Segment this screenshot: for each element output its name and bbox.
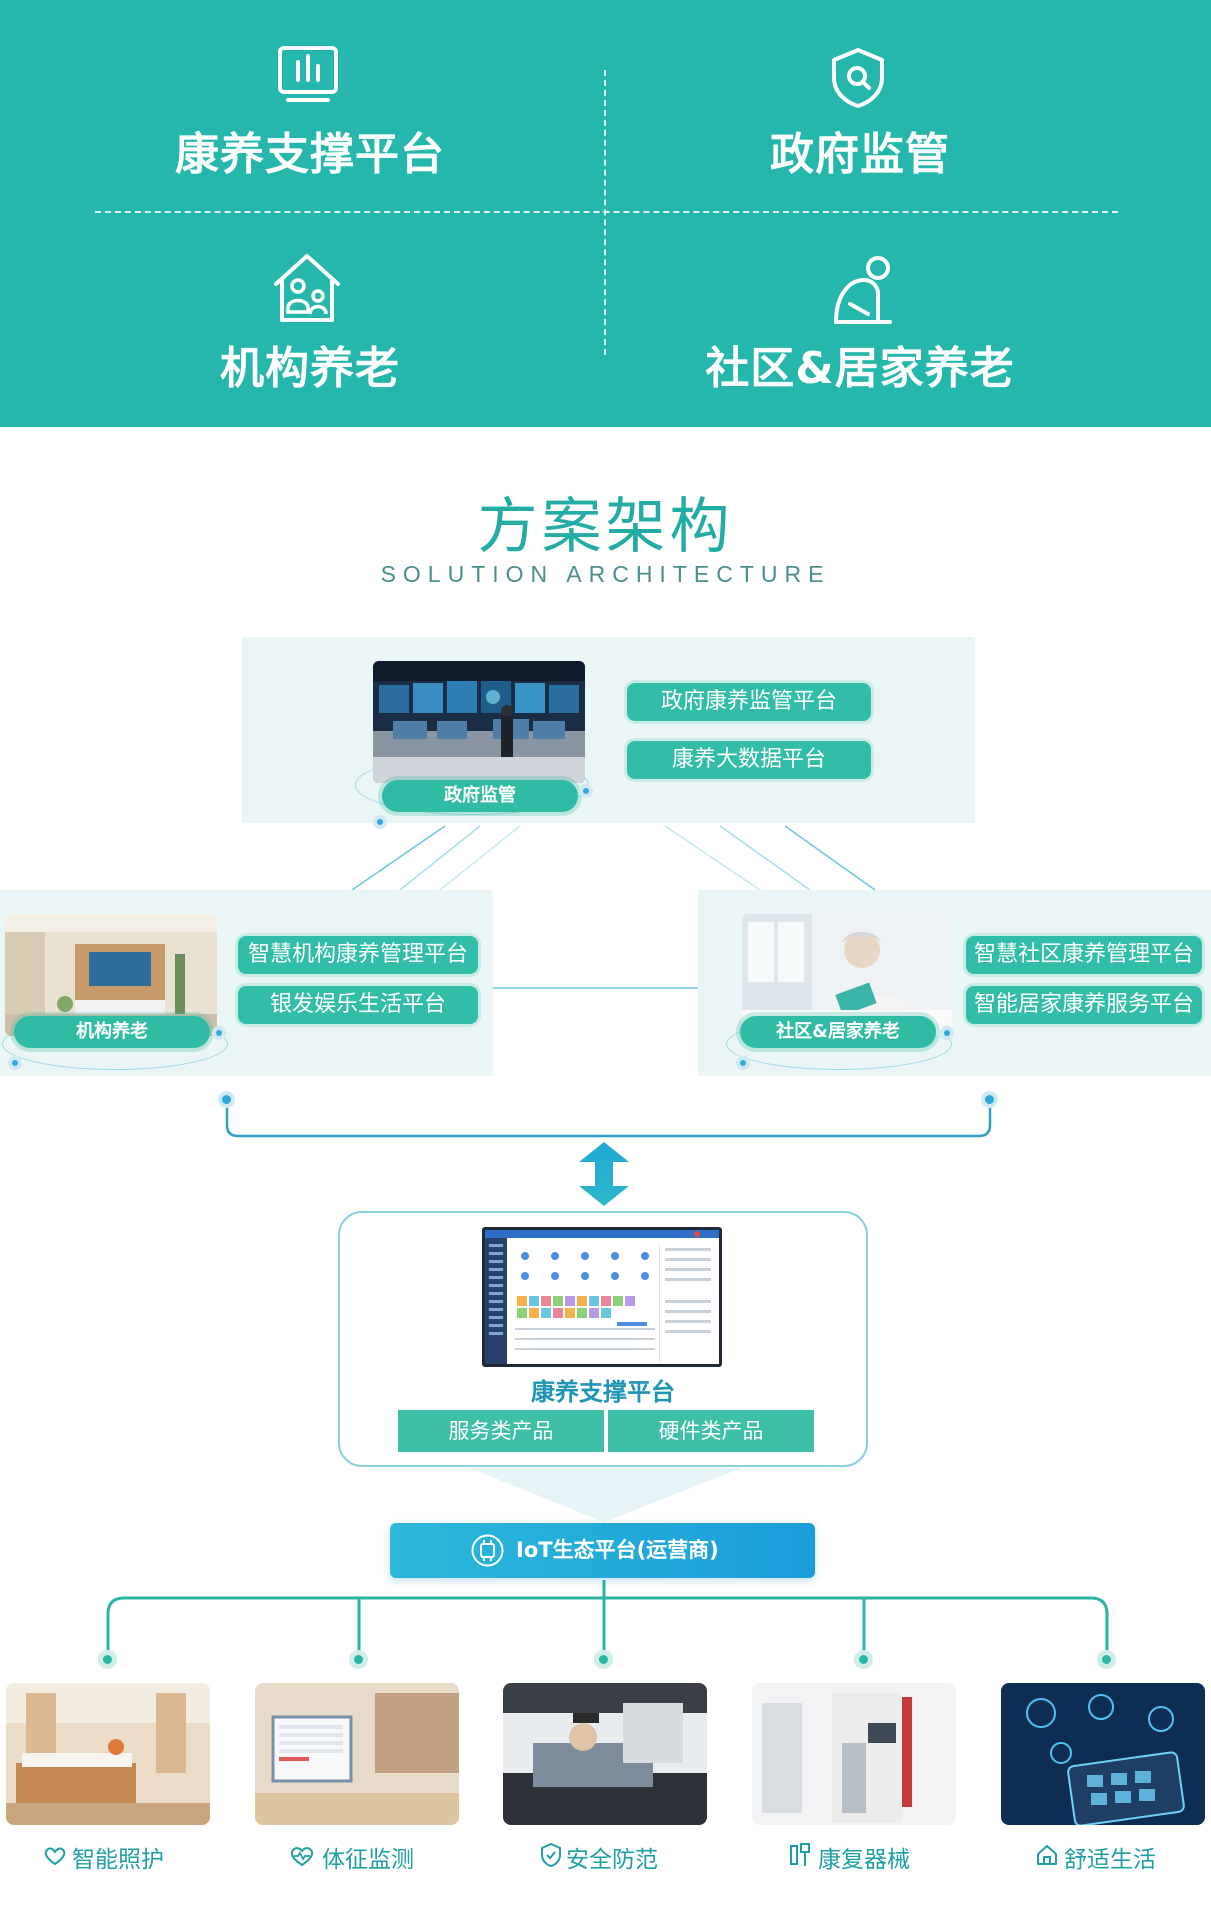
comfort-living-photo [1001,1683,1205,1825]
horizontal-divider [95,211,1118,213]
smart-care-photo [6,1683,210,1825]
community-pill-2[interactable]: 智能居家康养服务平台 [966,986,1202,1024]
top-banner: 康养支撑平台 政府监管 机构养老 [0,0,1211,427]
support-platform-box: 康养支撑平台 服务类产品 硬件类产品 [338,1211,868,1467]
tree-dot [103,1655,112,1664]
institution-panel: 机构养老 智慧机构康养管理平台 银发娱乐生活平台 [0,890,493,1076]
quadrant-label-government: 政府监管 [770,129,950,180]
caregiver-icon [828,252,898,326]
community-tag: 社区&居家养老 [740,1016,936,1048]
halo-dot [740,1060,746,1066]
control-room-photo [373,661,585,783]
bottom-label-smart-care: 智能照护 [72,1847,164,1873]
chart-panel-icon [274,42,342,110]
connector-dot-left [222,1095,231,1104]
quadrant-label-institution: 机构养老 [220,343,400,394]
halo-dot [216,1030,222,1036]
iot-chip-icon [470,1533,505,1568]
house-people-icon [270,250,344,326]
double-arrow-icon [579,1142,629,1206]
vital-monitoring-photo [255,1683,459,1825]
tab-hardware-products[interactable]: 硬件类产品 [608,1410,814,1452]
halo-dot [12,1060,18,1066]
rehab-equipment-icon [788,1842,812,1868]
heart-pulse-icon [288,1844,316,1868]
gov-tag: 政府监管 [382,780,578,812]
institution-pill-2[interactable]: 银发娱乐生活平台 [238,986,478,1024]
institution-pill-1[interactable]: 智慧机构康养管理平台 [238,936,478,974]
safety-photo [503,1683,707,1825]
tree-dot [1102,1655,1111,1664]
tree-dot [599,1655,608,1664]
gov-pill-1[interactable]: 政府康养监管平台 [627,683,871,721]
iot-platform-label: IoT生态平台(运营商) [516,1538,719,1562]
community-pill-1[interactable]: 智慧社区康养管理平台 [966,936,1202,974]
bottom-label-comfort-living: 舒适生活 [1064,1847,1156,1873]
tree-dot [859,1655,868,1664]
quadrant-label-community: 社区&居家养老 [705,343,1015,394]
shield-check-icon [540,1842,562,1868]
bottom-label-safety: 安全防范 [566,1847,658,1873]
gov-panel: 政府监管 政府康养监管平台 康养大数据平台 [242,637,975,825]
institution-tag: 机构养老 [14,1016,210,1048]
iot-platform-bar[interactable]: IoT生态平台(运营商) [390,1523,815,1578]
dashboard-screen [482,1227,722,1367]
halo-dot [377,819,383,825]
tab-service-products[interactable]: 服务类产品 [398,1410,604,1452]
support-platform-title: 康养支撑平台 [531,1378,675,1406]
bottom-label-rehab-equipment: 康复器械 [818,1847,910,1873]
section-subtitle: SOLUTION ARCHITECTURE [380,561,831,587]
halo-dot [944,1030,950,1036]
bottom-label-vital-monitoring: 体征监测 [322,1847,414,1873]
gov-pill-2[interactable]: 康养大数据平台 [627,741,871,779]
rehab-equipment-photo [752,1683,956,1825]
tree-dot [354,1655,363,1664]
care-hands-icon [42,1844,68,1868]
shield-search-icon [828,46,888,110]
halo-dot [583,788,589,794]
connector-dot-right [985,1095,994,1104]
section-title: 方案架构 [477,492,734,562]
community-panel: 社区&居家养老 智慧社区康养管理平台 智能居家康养服务平台 [698,890,1211,1076]
quadrant-label-support: 康养支撑平台 [175,129,445,180]
home-icon [1035,1843,1059,1867]
